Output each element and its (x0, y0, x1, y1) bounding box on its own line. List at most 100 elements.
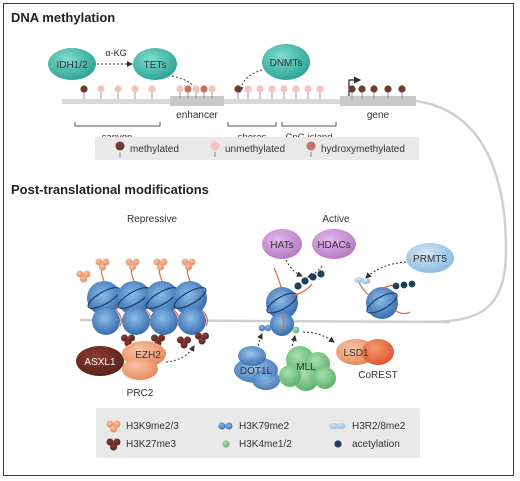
h3k9-mark (181, 258, 196, 271)
dnmts-node: DNMTs (262, 44, 310, 80)
h3k9-legend-swatch (106, 420, 121, 433)
ptm-title: Post-translational modifications (11, 182, 209, 197)
repressive-nucleosome (173, 258, 208, 335)
hats-node: HATs (262, 229, 302, 259)
hydroxymethylated-legend-swatch (306, 141, 316, 151)
gene-label: gene (367, 110, 390, 121)
tets-node: TETs (133, 48, 177, 80)
mll-label: MLL (296, 362, 316, 373)
repressive-nucleosomes (76, 258, 209, 349)
cpg-site (304, 85, 312, 99)
asxl1-node: ASXL1 (76, 346, 124, 376)
acetylation-legend-label: acetylation (352, 439, 400, 450)
figure-frame (3, 3, 514, 476)
h3k27-legend-label: H3K27me3 (126, 439, 176, 450)
repressive-nucleosome (117, 258, 152, 335)
cpg-site (176, 85, 184, 99)
lsd1-node: LSD1 (336, 339, 394, 365)
cpg-site (234, 85, 242, 99)
cpg-site (114, 85, 122, 99)
h3k27-mark (121, 334, 135, 347)
tets-label: TETs (144, 60, 167, 71)
cpg-site (256, 85, 264, 99)
cpg-site (316, 85, 324, 99)
cpg-sites (80, 85, 406, 99)
enhancer-label: enhancer (176, 110, 218, 121)
cpg-site (348, 85, 356, 99)
dna-strand (62, 96, 508, 324)
cpg-site (398, 85, 406, 99)
h3k79-marks (258, 324, 272, 332)
cpg-site (148, 85, 156, 99)
cpg-site (358, 85, 366, 99)
ezh2-label: EZH2 (135, 350, 161, 361)
h3k79-legend-label: H3K79me2 (239, 421, 289, 432)
cpg-site (200, 85, 208, 99)
h3k4-legend-label: H3K4me1/2 (239, 439, 292, 450)
cpg-site (208, 85, 216, 99)
ptm-legend: H3K9me2/3 H3K27me3 H3K79me2 H3K4me1/2 H3… (96, 408, 420, 458)
ezh2-arrow (165, 345, 195, 363)
unmethylated-legend-swatch (210, 141, 220, 151)
active-label: Active (322, 214, 350, 225)
h3r2-legend-label: H3R2/8me2 (352, 421, 406, 432)
asxl1-label: ASXL1 (84, 357, 116, 368)
dot1l-node: DOT1L (234, 346, 280, 390)
akg-label: α-KG (105, 48, 126, 58)
dot1l-label: DOT1L (240, 366, 273, 377)
lsd1-label: LSD1 (343, 348, 368, 359)
cpg-site (97, 85, 105, 99)
acetylation-legend-swatch (334, 440, 342, 448)
ezh2-node: EZH2 (122, 341, 166, 380)
repressive-nucleosome (87, 258, 122, 335)
h3k4-mark (292, 326, 300, 334)
h3k9-mark (95, 258, 110, 271)
cpg-site (280, 85, 288, 99)
prmt5-label: PRMT5 (413, 254, 447, 265)
h3k79-legend-swatch (218, 422, 233, 430)
methylated-legend-label: methylated (130, 144, 179, 155)
cpg-site (268, 85, 276, 99)
active-arrows (285, 259, 407, 279)
h3k9-mark (125, 258, 140, 271)
hats-label: HATs (270, 240, 293, 251)
cpg-site (192, 85, 200, 99)
unmethylated-legend-label: unmethylated (225, 144, 285, 155)
dnmts-label: DNMTs (270, 58, 303, 69)
cpg-site (244, 85, 252, 99)
hdacs-node: HDACs (312, 229, 356, 259)
h3k27-mark (195, 332, 209, 345)
h3r2-legend-swatch (329, 423, 346, 429)
dna-methylation-title: DNA methylation (11, 10, 116, 25)
dnmts-arrow (237, 69, 263, 93)
acetylation-marks (294, 270, 416, 290)
hdacs-label: HDACs (317, 240, 350, 251)
methylated-legend-swatch (115, 141, 125, 151)
h3k27-mark (177, 336, 191, 349)
cpg-site (384, 85, 392, 99)
prmt5-node: PRMT5 (406, 243, 454, 273)
cpg-site (370, 85, 378, 99)
region-brackets (74, 122, 337, 127)
h3r2-marks (354, 277, 371, 284)
h3k4-legend-swatch (222, 440, 230, 448)
repressive-label: Repressive (127, 214, 177, 225)
repressive-nucleosome (145, 258, 180, 335)
cpg-site (184, 85, 192, 99)
h3k27-legend-swatch (106, 438, 121, 451)
cpg-site (131, 85, 139, 99)
mll-node: MLL (279, 346, 336, 391)
cpg-site (80, 85, 88, 99)
hydroxymethylated-legend-label: hydroxymethylated (321, 144, 405, 155)
h3k9-mark (76, 270, 91, 283)
idh-node: IDH1/2 (48, 48, 96, 80)
writer-eraser-arrows (257, 331, 335, 347)
dna-legend: methylated unmethylated hydroxymethylate… (95, 137, 419, 160)
idh-label: IDH1/2 (56, 60, 88, 71)
cpg-site (292, 85, 300, 99)
active-nucleosome-2 (366, 287, 398, 319)
prc2-label: PRC2 (127, 388, 154, 399)
corest-label: CoREST (358, 370, 397, 381)
h3k9-legend-label: H3K9me2/3 (126, 421, 179, 432)
